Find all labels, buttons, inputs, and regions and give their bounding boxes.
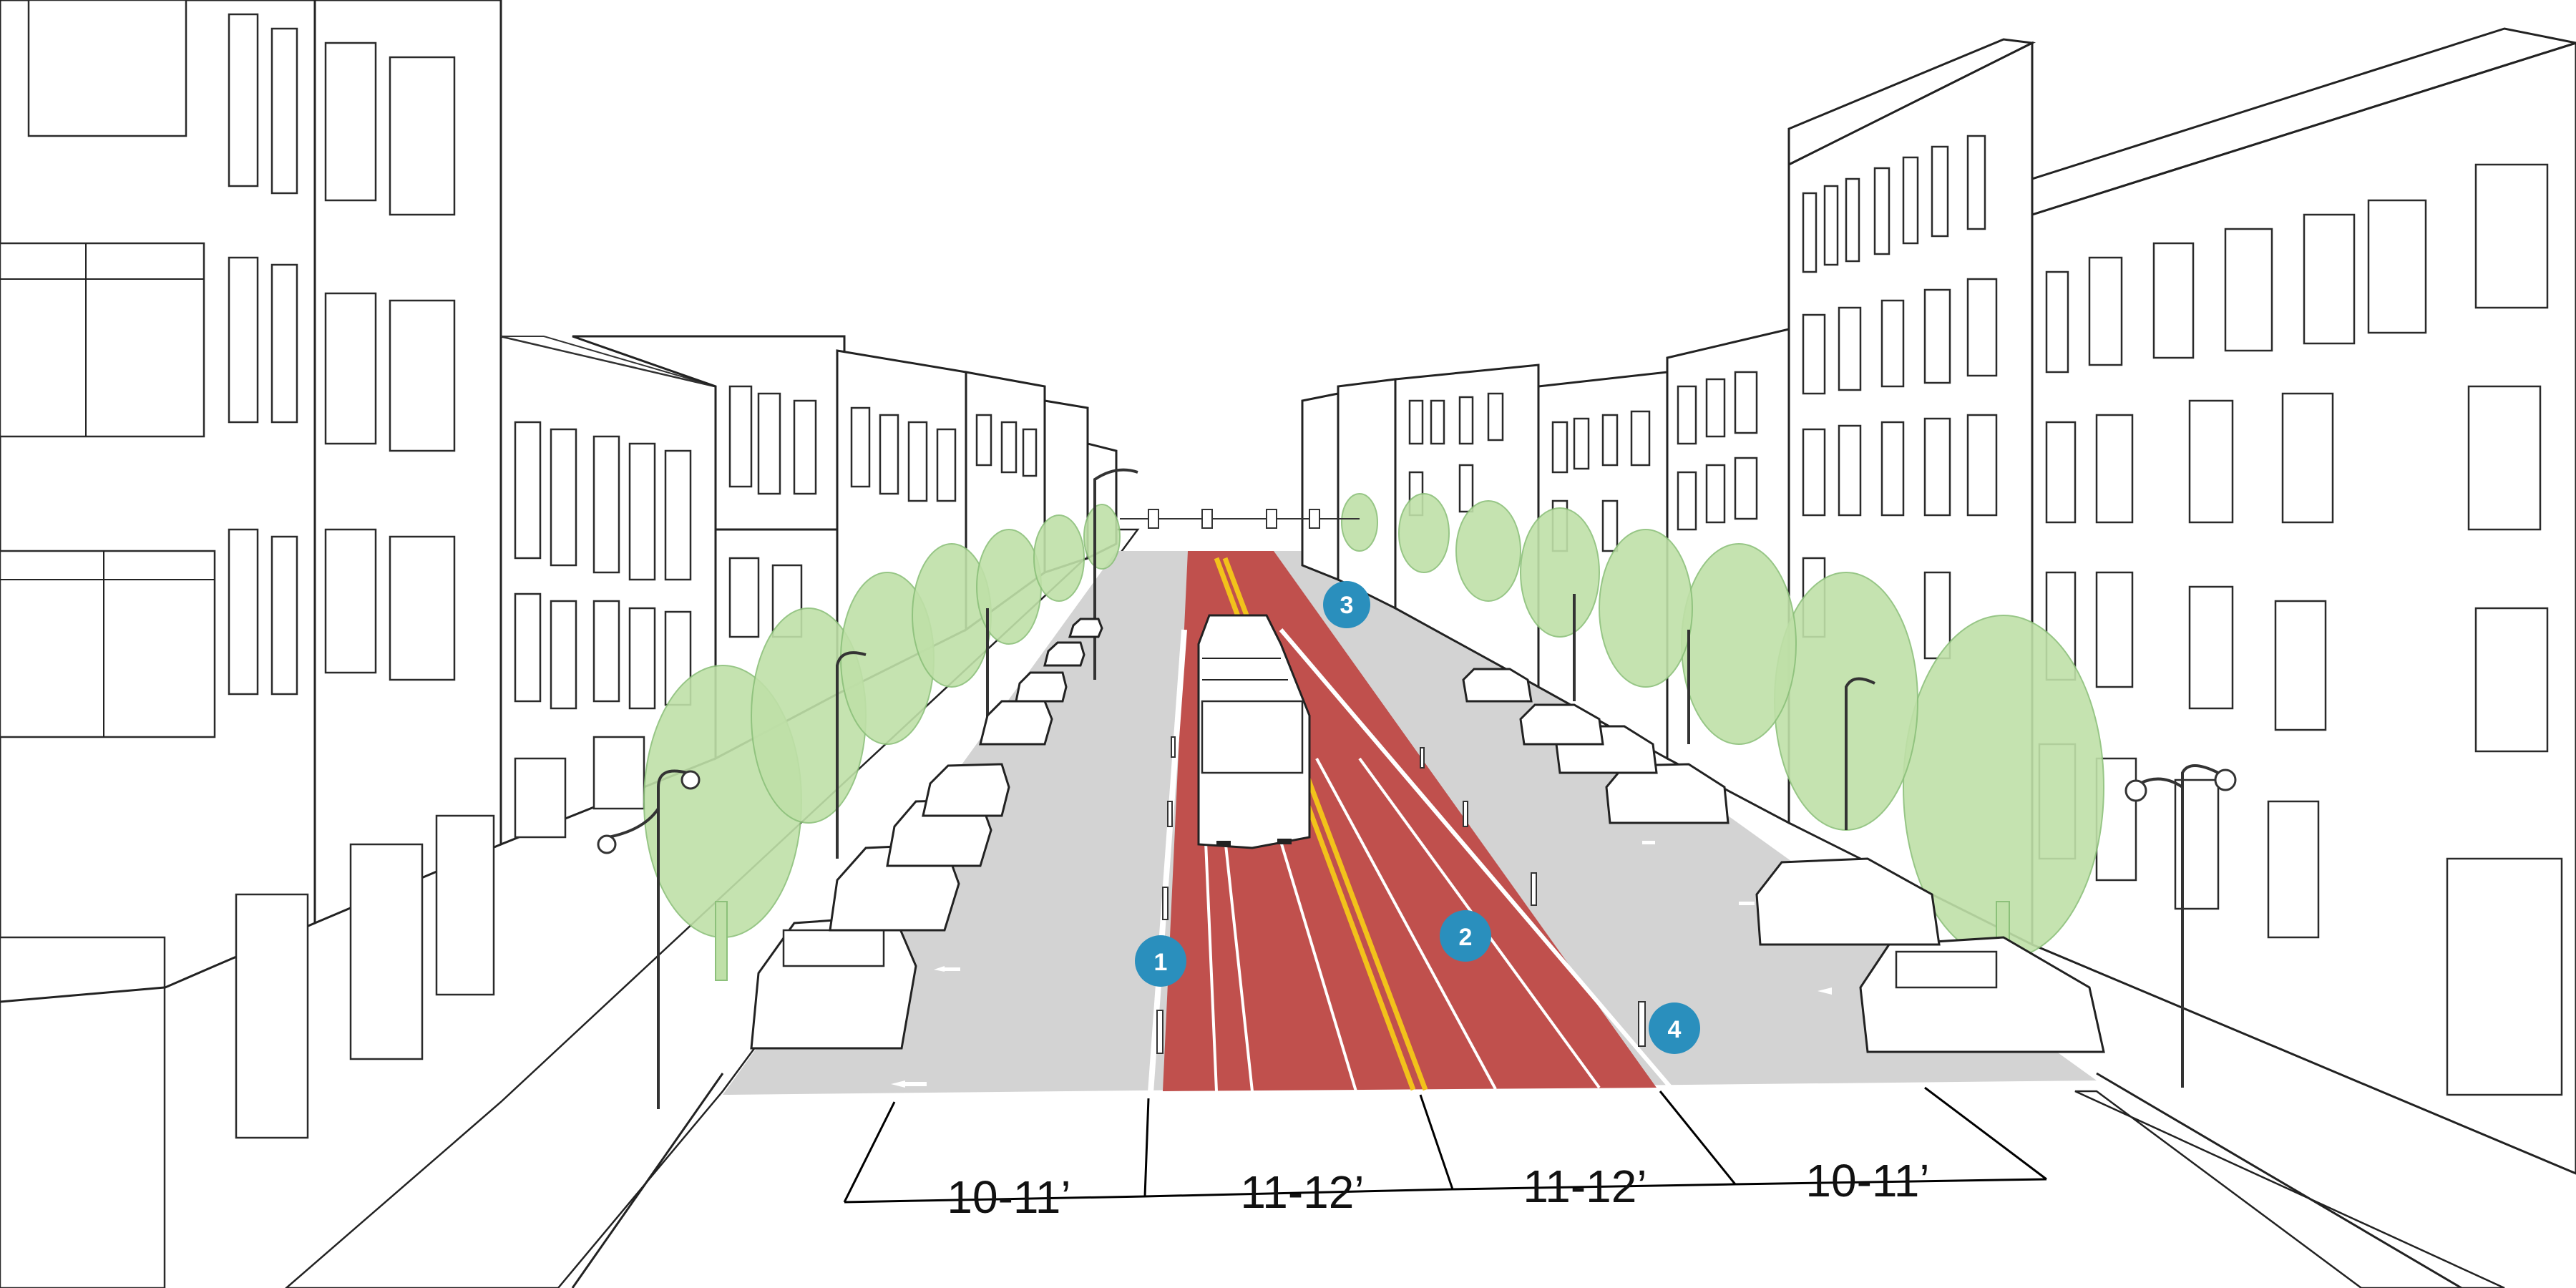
dimension-label-right-travel: 10-11’ [1805,1155,1929,1206]
callout-3-number: 3 [1340,592,1354,619]
lane-arrows [891,841,1832,1088]
bollards [1156,736,1646,1054]
left-curb-line [571,1073,724,1288]
right-curb-line [2096,1072,2462,1288]
dimension-lines [843,1086,2047,1204]
dimension-label-left-travel: 10-11’ [947,1171,1070,1223]
callout-2: 2 [1440,910,1491,962]
dimension-label-bus-lane-right: 11-12’ [1523,1161,1646,1212]
callout-4: 4 [1649,1002,1700,1054]
callout-2-number: 2 [1459,924,1473,951]
lane-edge-line [1279,628,1673,1089]
dimension-label-bus-lane-left: 11-12’ [1240,1166,1364,1218]
bus [1197,614,1311,849]
callout-3: 3 [1323,581,1370,628]
right-sidewalk [2074,1090,2505,1288]
parked-cars-left [750,618,1103,1050]
bus-lane-stripe [1315,758,1497,1090]
right-buildings [1301,27,2576,1175]
lane-edge-line [1148,629,1187,1093]
callout-1: 1 [1135,935,1186,987]
callout-1-number: 1 [1154,949,1168,976]
traffic-signals [1120,509,1360,529]
parked-cars-right [1462,668,2105,1053]
street-lights [597,468,2237,1109]
callout-4-number: 4 [1668,1016,1682,1043]
